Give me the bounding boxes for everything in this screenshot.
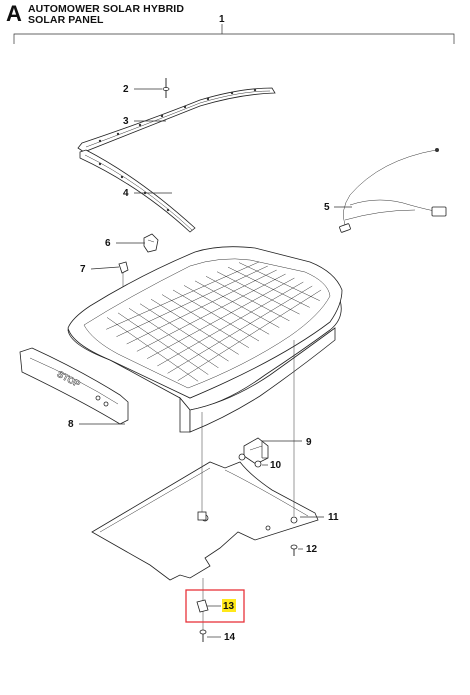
callout-labels: 1 2 3 4 5 6 7 8 9 10 11 12 xyxy=(68,14,352,643)
cell-grid-line xyxy=(146,277,295,359)
nut-part-10 xyxy=(238,453,262,468)
gasket-strip-part-4 xyxy=(79,149,196,233)
cell-grid-line xyxy=(126,269,277,345)
cell-grid-line xyxy=(172,289,260,342)
assembly-bracket xyxy=(13,33,455,44)
highlight-box xyxy=(185,589,245,623)
cell-grid-line xyxy=(150,298,239,355)
cell-grid-line xyxy=(183,285,270,335)
callout-2[interactable]: 2 xyxy=(123,84,129,95)
callout-14[interactable]: 14 xyxy=(224,632,236,643)
solar-panel-body xyxy=(67,246,343,433)
clip-part-6 xyxy=(143,233,159,253)
callout-9[interactable]: 9 xyxy=(306,437,312,448)
callout-11[interactable]: 11 xyxy=(328,512,339,523)
cell-grid-line xyxy=(205,276,290,322)
cell-grid-line xyxy=(116,265,268,337)
cell-grid-line xyxy=(216,271,300,315)
diagram-subtitle: SOLAR PANEL xyxy=(28,14,104,26)
cell-grid-line xyxy=(238,262,320,301)
section-letter: A xyxy=(6,1,22,26)
cell-grid-line xyxy=(157,281,304,367)
screw-part-2 xyxy=(162,78,170,98)
cell-grid-line xyxy=(167,285,313,374)
gasket-strip-part-3 xyxy=(77,87,276,153)
diagram-title: AUTOMOWER SOLAR HYBRID xyxy=(28,3,185,15)
callout-4[interactable]: 4 xyxy=(123,188,129,199)
screw-part-14 xyxy=(199,629,207,642)
screw-part-12 xyxy=(290,544,298,556)
callout-3[interactable]: 3 xyxy=(123,116,129,127)
front-bumper-part-8: STOP xyxy=(19,347,129,425)
cable-part-5 xyxy=(339,148,447,233)
callout-7[interactable]: 7 xyxy=(80,264,86,275)
callout-12[interactable]: 12 xyxy=(306,544,318,555)
bracket-part-9 xyxy=(243,437,269,465)
clip-part-13 xyxy=(185,578,245,630)
callout-1[interactable]: 1 xyxy=(219,14,225,25)
callout-5[interactable]: 5 xyxy=(324,202,330,213)
cell-grid-line xyxy=(136,273,286,352)
cell-grid-line xyxy=(194,280,280,328)
callout-8[interactable]: 8 xyxy=(68,419,74,430)
highlight-label-bg xyxy=(222,599,236,612)
cell-grid-line xyxy=(128,308,219,369)
callout-13[interactable]: 13 xyxy=(223,601,235,612)
solar-cell-grid xyxy=(106,261,322,382)
cell-grid-line xyxy=(177,289,322,381)
cell-grid-line xyxy=(161,294,249,348)
cell-grid-line xyxy=(139,303,229,362)
base-plate-part-11 xyxy=(91,340,319,581)
cell-grid-line xyxy=(106,261,259,330)
cell-grid-line xyxy=(106,317,199,382)
callout-10[interactable]: 10 xyxy=(270,460,282,471)
callout-6[interactable]: 6 xyxy=(105,238,111,249)
cell-grid-line xyxy=(227,266,310,308)
cell-grid-line xyxy=(117,312,209,375)
